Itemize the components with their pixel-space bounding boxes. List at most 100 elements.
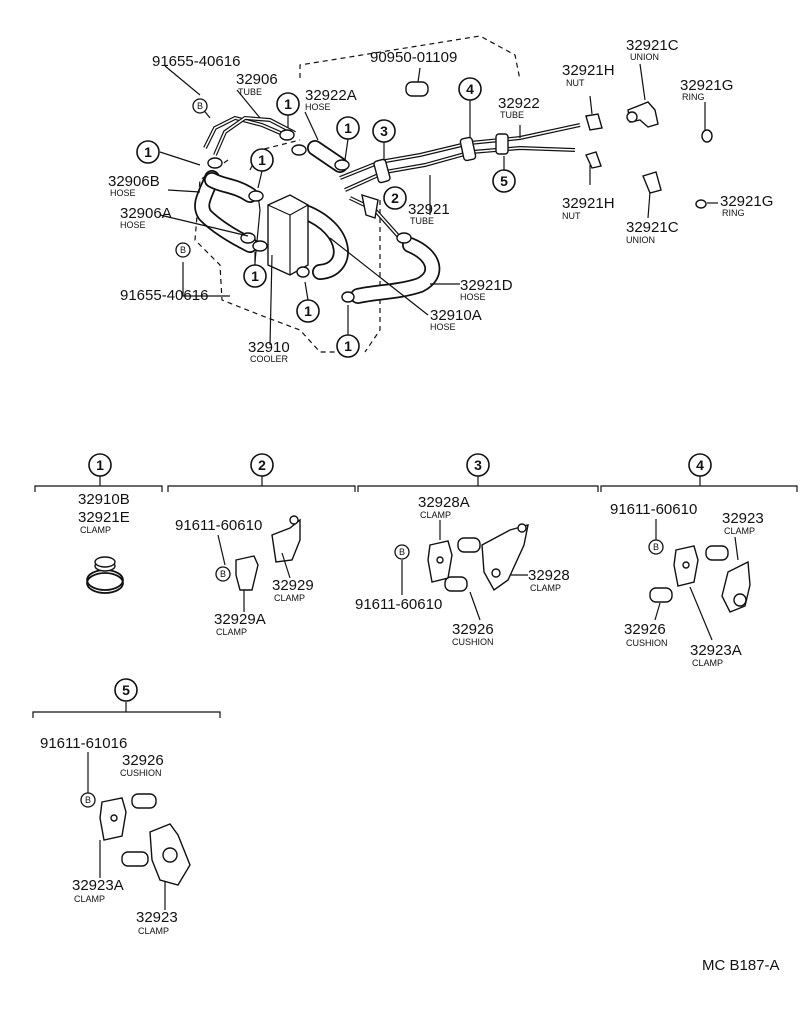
ref-circle-1-g: 1 (336, 334, 360, 358)
svg-text:3: 3 (380, 123, 388, 139)
label-91655-40616-top: 91655-40616 (152, 53, 240, 70)
label-32906A-sub: HOSE (120, 220, 146, 230)
svg-text:1: 1 (344, 338, 352, 354)
ref-circle-1-e: 1 (243, 264, 267, 288)
ref-circle-1-f: 1 (296, 299, 320, 323)
label-32906: 32906 (236, 71, 278, 88)
ref-circle-5-main: 5 (492, 169, 516, 193)
label-32921C-top-sub: UNION (630, 52, 659, 62)
detail-5: 91611-61016 B 32926 CUSHION 32923A CLAMP… (40, 735, 191, 936)
d4-pn-clamp-sub: CLAMP (724, 526, 755, 536)
detail-headers: 1 2 3 4 5 (32, 453, 798, 718)
svg-text:B: B (197, 101, 203, 111)
svg-text:1: 1 (284, 96, 292, 112)
label-32921D: 32921D (460, 277, 513, 294)
svg-text:1: 1 (144, 144, 152, 160)
svg-text:B: B (653, 542, 659, 552)
label-32922-sub: TUBE (500, 110, 524, 120)
ref-circle-1-a: 1 (276, 92, 300, 116)
d4-pn-cushion: 32926 (624, 621, 666, 638)
d5-pn-clamp: 32923 (136, 909, 178, 926)
d5-bolt-b: B (80, 792, 96, 808)
svg-text:1: 1 (304, 303, 312, 319)
svg-text:B: B (399, 547, 405, 557)
label-32906-sub: TUBE (238, 87, 262, 97)
d3-pn-cushion: 32926 (452, 621, 494, 638)
label-32921-sub: TUBE (410, 216, 434, 226)
detail-2: 91611-60610 B 32929 CLAMP 32929A CLAMP (175, 515, 314, 637)
d2-pn-clampA-sub: CLAMP (216, 627, 247, 637)
d2-pn-bolt: 91611-60610 (175, 517, 262, 534)
d2-bolt-b: B (215, 566, 231, 582)
label-32921H-top: 32921H (562, 62, 615, 79)
svg-text:3: 3 (474, 457, 482, 473)
ref-circle-3-main: 3 (372, 119, 396, 143)
label-32906A: 32906A (120, 205, 172, 222)
label-32922A-sub: HOSE (305, 102, 331, 112)
label-32921G-top: 32921G (680, 77, 733, 94)
d3-pn-clampA-sub: CLAMP (420, 510, 451, 520)
label-32921H-bottom-sub: NUT (562, 211, 581, 221)
bolt-b-top: B (192, 98, 208, 114)
d5-pn-clamp-sub: CLAMP (138, 926, 169, 936)
label-32910A: 32910A (430, 307, 482, 324)
d3-pn-cushion-sub: CUSHION (452, 637, 494, 647)
detail-circle-1: 1 (88, 453, 112, 477)
d5-pn-clampA-sub: CLAMP (74, 894, 105, 904)
d3-bolt-b: B (394, 544, 410, 560)
ref-circle-2-main: 2 (383, 186, 407, 210)
label-90950-01109: 90950-01109 (370, 49, 457, 66)
label-91655-40616-bottom: 91655-40616 (120, 287, 208, 304)
detail-circle-5: 5 (114, 678, 138, 702)
label-32922A: 32922A (305, 87, 357, 104)
d2-pn-clamp-sub: CLAMP (274, 593, 305, 603)
label-32921H-bottom: 32921H (562, 195, 615, 212)
label-32910-sub: COOLER (250, 354, 289, 364)
d4-pn-clampA: 32923A (690, 642, 742, 659)
diagram-code: MC B187-A (702, 957, 780, 974)
label-32921D-sub: HOSE (460, 292, 486, 302)
label-32921: 32921 (408, 201, 450, 218)
ref-circle-1-b: 1 (336, 116, 360, 140)
svg-text:B: B (180, 245, 186, 255)
svg-text:1: 1 (96, 457, 104, 473)
d5-pn-cushion: 32926 (122, 752, 164, 769)
d1-sub: CLAMP (80, 525, 111, 535)
d5-pn-bolt: 91611-61016 (40, 735, 127, 752)
svg-text:B: B (220, 569, 226, 579)
d2-pn-clamp: 32929 (272, 577, 314, 594)
main-assembly: 1 1 1 1 1 1 1 2 3 4 5 B B 91655-40616 32… (108, 35, 773, 364)
d4-pn-cushion-sub: CUSHION (626, 638, 668, 648)
svg-text:4: 4 (466, 81, 474, 97)
d3-pn-clampA: 32928A (418, 494, 470, 511)
svg-text:2: 2 (258, 457, 266, 473)
ref-circle-4-main: 4 (458, 77, 482, 101)
d2-pn-clampA: 32929A (214, 611, 266, 628)
detail-circle-4: 4 (688, 453, 712, 477)
label-32922: 32922 (498, 95, 540, 112)
svg-text:2: 2 (391, 190, 399, 206)
d1-pn-a: 32910B (78, 491, 130, 508)
svg-text:5: 5 (500, 173, 508, 189)
label-32921G-bottom: 32921G (720, 193, 773, 210)
svg-text:1: 1 (344, 120, 352, 136)
svg-text:4: 4 (696, 457, 704, 473)
label-32921C-top: 32921C (626, 37, 679, 54)
label-32921C-bottom-sub: UNION (626, 235, 655, 245)
detail-3: 32928A CLAMP 32928 CLAMP B 91611-60610 3… (355, 494, 570, 647)
svg-text:5: 5 (122, 682, 130, 698)
d4-pn-clampA-sub: CLAMP (692, 658, 723, 668)
detail-circle-3: 3 (466, 453, 490, 477)
d4-pn-bolt: 91611-60610 (610, 501, 697, 518)
detail-circle-2: 2 (250, 453, 274, 477)
ref-circle-1-c: 1 (136, 140, 160, 164)
ref-circle-1-d: 1 (250, 148, 274, 172)
bolt-b-bottom: B (175, 242, 191, 258)
label-32921C-bottom: 32921C (626, 219, 679, 236)
svg-text:1: 1 (251, 268, 259, 284)
d3-pn-clamp: 32928 (528, 567, 570, 584)
detail-1: 32910B 32921E CLAMP (78, 491, 130, 594)
d5-pn-clampA: 32923A (72, 877, 124, 894)
label-32906B: 32906B (108, 173, 160, 190)
d4-bolt-b: B (648, 539, 664, 555)
